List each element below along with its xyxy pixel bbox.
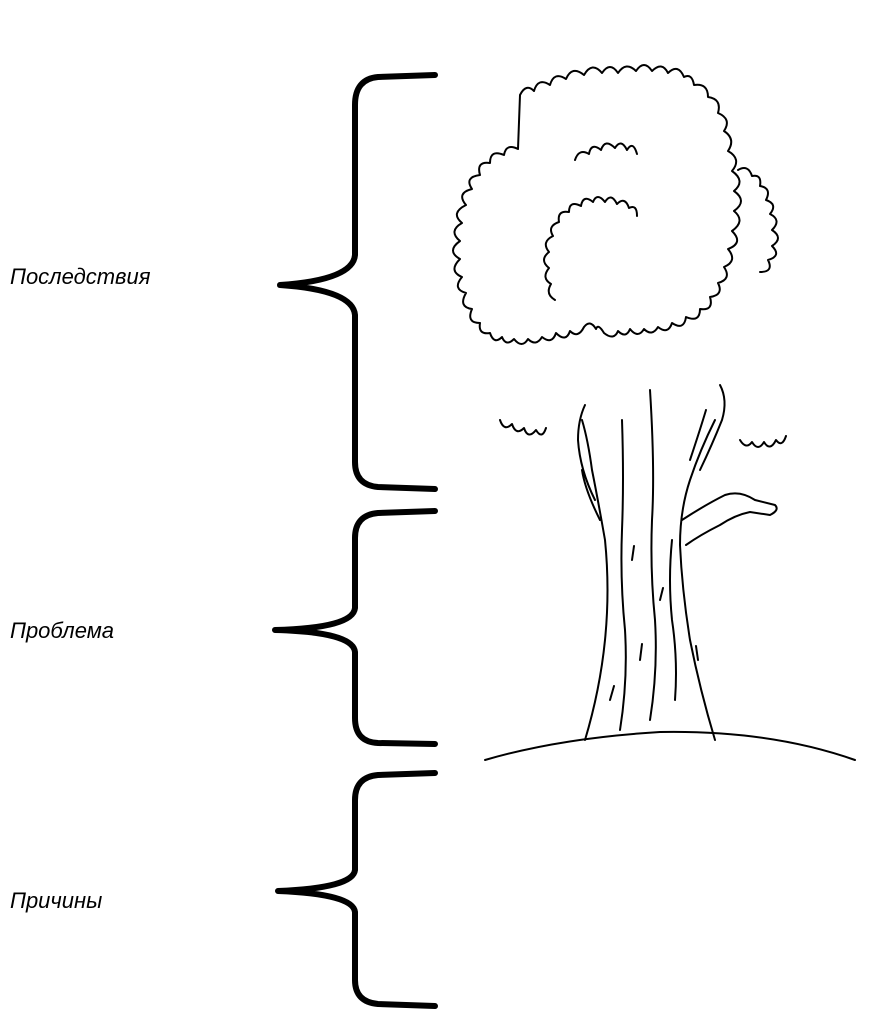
tree-branch-upper-right (690, 385, 725, 470)
trunk-groove-3 (670, 540, 676, 700)
consequences-brace (280, 75, 435, 489)
foliage-fringe (500, 420, 786, 447)
causes-brace (278, 773, 435, 1006)
tree-illustration (453, 65, 855, 760)
tree-branch-right (682, 493, 777, 545)
trunk-groove-2 (650, 390, 656, 720)
problem-brace (275, 511, 435, 744)
trunk-groove-1 (620, 420, 626, 730)
inner-leaf-clump-left (544, 197, 637, 300)
tree-branch-left (578, 405, 600, 520)
ground-line (485, 732, 855, 760)
tree-trunk-left (582, 420, 608, 740)
tree-crown (453, 65, 741, 344)
inner-leaf-clump-top (575, 143, 637, 160)
inner-leaf-clump-right (738, 168, 778, 272)
tree-trunk-right (680, 420, 715, 740)
